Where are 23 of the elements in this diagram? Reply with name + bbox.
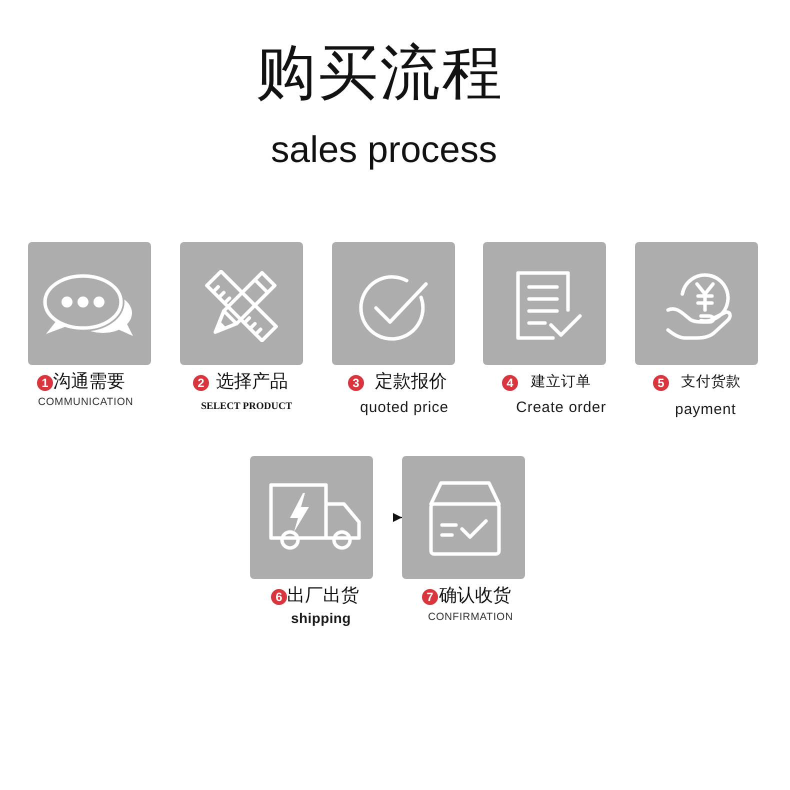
step-subtitle: SELECT PRODUCT [201,402,292,412]
step-title: 选择产品 [216,373,288,391]
step-title: 支付货款 [681,374,741,390]
step-number: 1 [37,375,53,391]
step-subtitle: payment [675,402,736,416]
page-title: 购买流程 [256,43,504,103]
step-title: 沟通需要 [53,373,125,391]
step-number: 5 [653,375,669,391]
step-subtitle: COMMUNICATION [38,396,134,408]
page-subtitle: sales process [270,131,498,168]
step-title: 建立订单 [531,374,591,390]
step-number: 2 [193,375,209,391]
step-number: 4 [502,375,518,391]
step-title: 确认收货 [439,587,511,605]
step-number: 7 [422,589,438,605]
step-subtitle: Create order [516,400,606,414]
step-subtitle: quoted price [360,400,449,414]
step-number: 6 [271,589,287,605]
step-title: 出厂出货 [287,587,359,605]
step-number: 3 [348,375,364,391]
step-title: 定款报价 [375,373,447,391]
step-subtitle: CONFIRMATION [428,612,514,622]
step-subtitle: shipping [291,611,351,625]
